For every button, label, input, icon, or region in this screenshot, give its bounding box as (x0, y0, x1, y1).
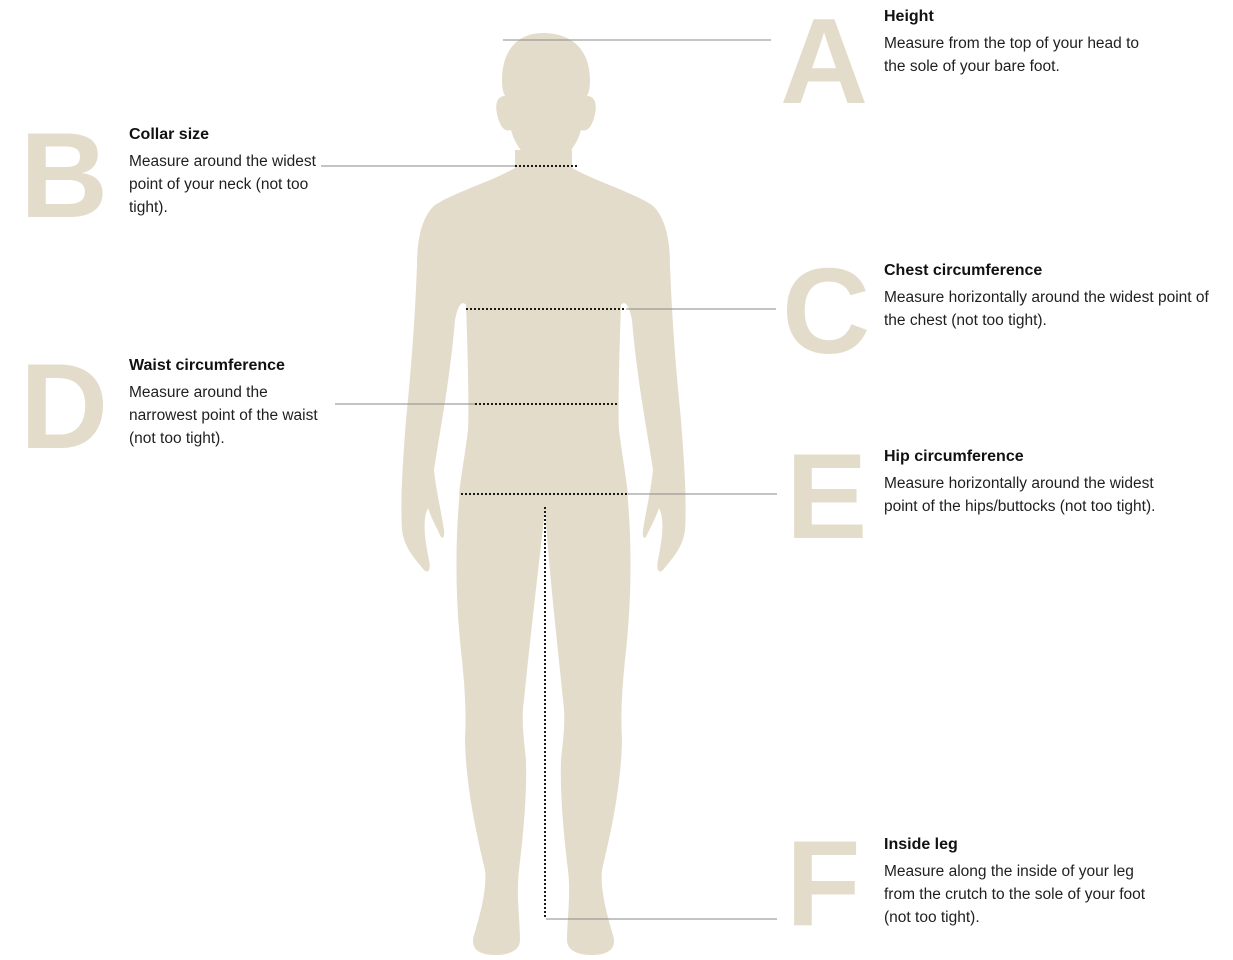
height-block: Height Measure from the top of your head… (884, 8, 1184, 78)
letter-e: E (786, 435, 867, 557)
hip-block: Hip circumference Measure horizontally a… (884, 448, 1174, 518)
letter-c: C (782, 250, 870, 372)
letter-b: B (20, 114, 108, 236)
hip-title: Hip circumference (884, 448, 1174, 466)
height-description: Measure from the top of your head to the… (884, 32, 1154, 78)
letter-a: A (780, 0, 868, 122)
letter-d: D (20, 345, 108, 467)
letter-f: F (786, 822, 861, 944)
chest-block: Chest circumference Measure horizontally… (884, 262, 1214, 332)
head-shape (496, 33, 596, 163)
right-leg-shape (545, 490, 631, 955)
collar-description: Measure around the widest point of your … (129, 150, 339, 219)
waist-description: Measure around the narrowest point of th… (129, 381, 319, 450)
inside-leg-title: Inside leg (884, 836, 1164, 854)
inside-leg-description: Measure along the inside of your leg fro… (884, 860, 1154, 929)
waist-block: Waist circumference Measure around the n… (129, 357, 319, 450)
inside-leg-block: Inside leg Measure along the inside of y… (884, 836, 1164, 929)
chest-description: Measure horizontally around the widest p… (884, 286, 1214, 332)
collar-title: Collar size (129, 126, 339, 144)
left-leg-shape (456, 490, 545, 955)
height-title: Height (884, 8, 1184, 26)
collar-block: Collar size Measure around the widest po… (129, 126, 339, 219)
hip-description: Measure horizontally around the widest p… (884, 472, 1174, 518)
chest-title: Chest circumference (884, 262, 1214, 280)
waist-title: Waist circumference (129, 357, 319, 375)
